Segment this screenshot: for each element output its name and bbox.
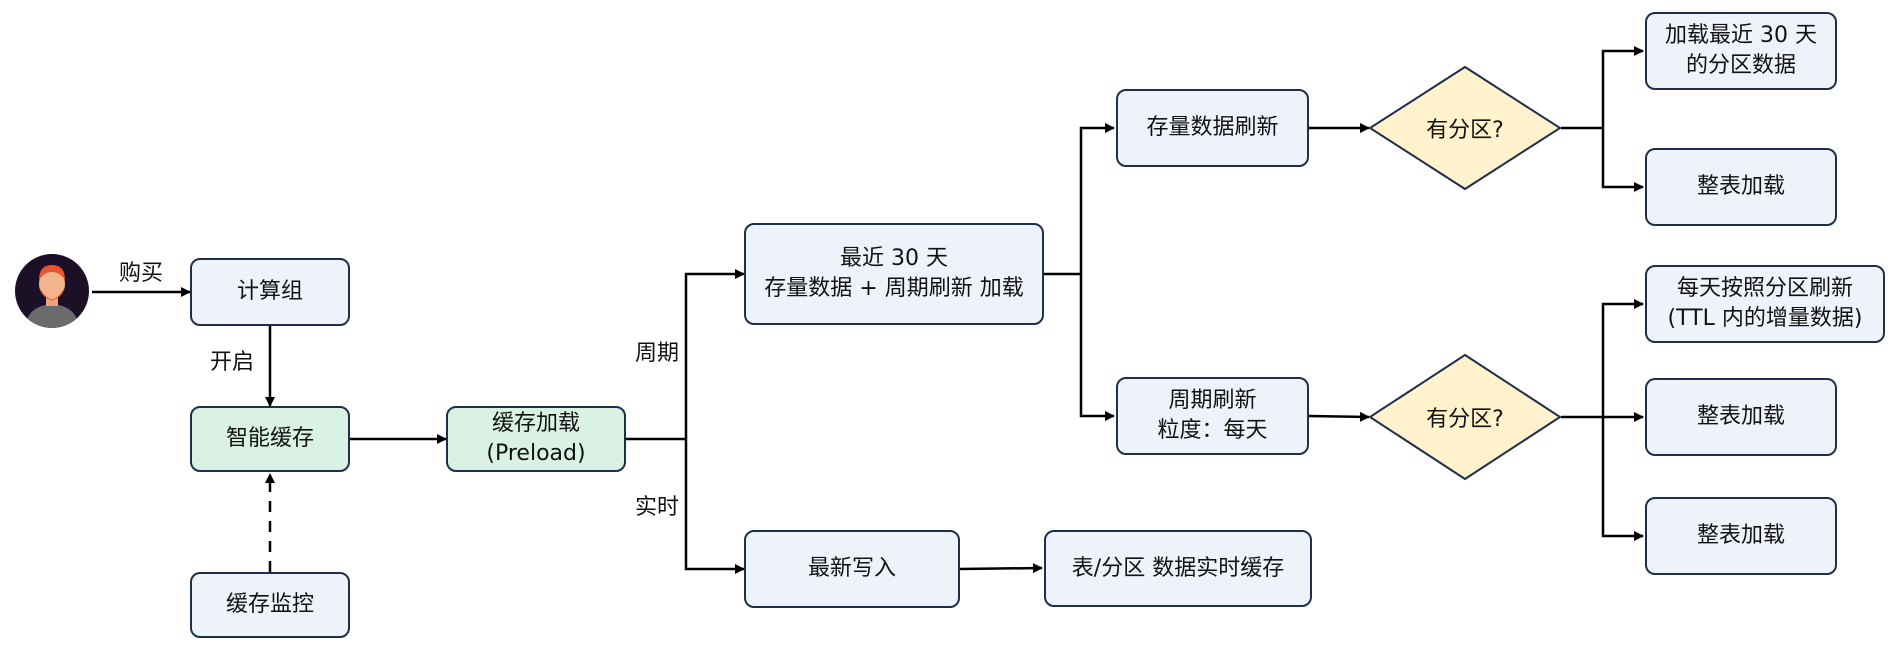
node-daily-partition-refresh: 每天按照分区刷新 (TTL 内的增量数据) [1645, 265, 1885, 343]
edge-to-periodic [1079, 274, 1115, 421]
edge-label-buy: 购买 [119, 261, 164, 286]
node-full-load-2-label: 整表加载 [1696, 404, 1785, 429]
node-realtime-cache-label: 表/分区 数据实时缓存 [1071, 555, 1285, 581]
node-preload-line2: (Preload) [486, 441, 586, 466]
node-load-30-partitions: 加载最近 30 天 的分区数据 [1645, 12, 1837, 90]
node-full-load-3: 整表加载 [1645, 497, 1837, 575]
node-stock-refresh: 存量数据刷新 [1116, 89, 1309, 167]
edge-periodic-to-decision2 [1308, 411, 1370, 422]
node-smart-cache-label: 智能缓存 [225, 426, 314, 451]
edge-to-full-load-3 [1601, 417, 1644, 541]
node-full-load-1-label: 整表加载 [1696, 174, 1785, 199]
node-load-30-partitions-line2: 的分区数据 [1685, 53, 1796, 78]
edge-label-enable: 开启 [210, 350, 255, 375]
edge-to-full-load-1 [1601, 128, 1644, 192]
decision-diamond-2 [1368, 353, 1562, 481]
node-recent-30-days-line2: 存量数据 + 周期刷新 加载 [764, 276, 1024, 301]
decision-diamond-1 [1368, 65, 1562, 191]
node-recent-30-days-line1: 最近 30 天 [840, 246, 948, 271]
edge-label-periodic: 周期 [635, 341, 680, 366]
node-realtime-cache: 表/分区 数据实时缓存 [1044, 530, 1312, 607]
node-cache-monitor: 缓存监控 [190, 572, 350, 638]
edge-to-stock-refresh [1079, 123, 1115, 274]
edge-to-load30 [1601, 46, 1644, 128]
node-full-load-1: 整表加载 [1645, 148, 1837, 226]
node-periodic-refresh: 周期刷新 粒度：每天 [1116, 377, 1309, 455]
user-avatar-icon [15, 254, 89, 328]
node-periodic-refresh-line2: 粒度：每天 [1157, 418, 1268, 443]
edge-to-latest-write [684, 439, 745, 574]
node-cache-monitor-label: 缓存监控 [225, 592, 314, 617]
node-full-load-3-label: 整表加载 [1696, 523, 1785, 548]
node-compute-group: 计算组 [190, 258, 350, 326]
node-recent-30-days: 最近 30 天 存量数据 + 周期刷新 加载 [744, 223, 1044, 325]
node-daily-partition-refresh-line2: (TTL 内的增量数据) [1667, 306, 1863, 331]
edge-label-realtime: 实时 [635, 495, 680, 520]
node-load-30-partitions-line1: 加载最近 30 天 [1665, 23, 1817, 48]
decision-2-label: 有分区? [1426, 407, 1504, 432]
node-latest-write: 最新写入 [744, 530, 960, 608]
edge-to-daily-refresh [1601, 299, 1644, 417]
edge-to-recent30 [684, 269, 745, 439]
node-preload: 缓存加载 (Preload) [446, 406, 626, 472]
node-daily-partition-refresh-line1: 每天按照分区刷新 [1676, 276, 1853, 301]
edge-latest-to-realtime [959, 563, 1043, 574]
node-latest-write-label: 最新写入 [807, 556, 896, 581]
node-smart-cache: 智能缓存 [190, 406, 350, 472]
decision-1-label: 有分区? [1426, 118, 1504, 143]
user-avatar-drawing [25, 265, 79, 328]
node-periodic-refresh-line1: 周期刷新 [1168, 388, 1257, 413]
node-full-load-2: 整表加载 [1645, 378, 1837, 456]
node-compute-group-label: 计算组 [236, 279, 303, 304]
node-preload-line1: 缓存加载 [491, 411, 580, 436]
node-stock-refresh-label: 存量数据刷新 [1146, 115, 1279, 140]
